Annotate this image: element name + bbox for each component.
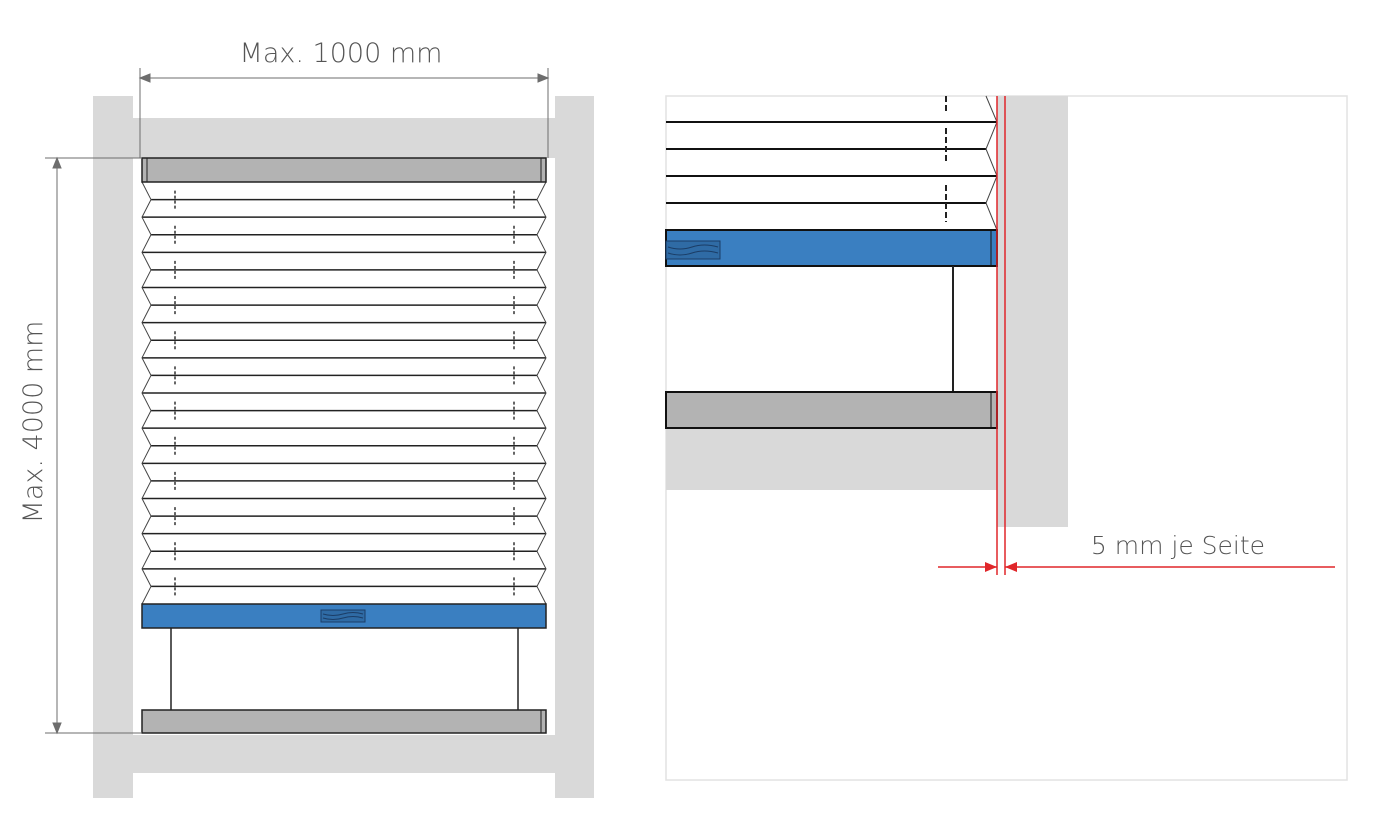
detail-pleat-edge — [985, 95, 998, 231]
gap-dimension — [938, 96, 1335, 575]
pleats — [141, 181, 547, 605]
max-height-label: Max. 4000 mm — [18, 321, 49, 524]
left-wall-post — [93, 96, 133, 798]
detail-pleats — [666, 95, 998, 231]
right-wall-post — [555, 96, 594, 798]
detail-sill — [666, 428, 1005, 490]
max-width-label: Max. 1000 mm — [240, 38, 443, 69]
detail-bottom-rail — [665, 391, 998, 429]
bottom-sill — [133, 735, 555, 773]
detail-wall — [997, 96, 1068, 527]
detail-handle-icon — [665, 240, 721, 260]
side-gap-label: 5 mm je Seite — [1091, 531, 1265, 560]
bottom-rail — [141, 709, 547, 734]
height-dimension — [45, 156, 142, 735]
head-rail — [141, 157, 547, 183]
detail-view: 5 mm je Seite — [665, 95, 1348, 781]
top-lintel — [133, 118, 555, 158]
front-view: Max. 1000 mm Max. 4000 mm — [18, 38, 594, 798]
handle-icon — [320, 609, 366, 623]
pleat-edge-right — [536, 181, 547, 605]
pleat-edge-left — [141, 181, 152, 605]
width-dimension — [138, 68, 550, 158]
